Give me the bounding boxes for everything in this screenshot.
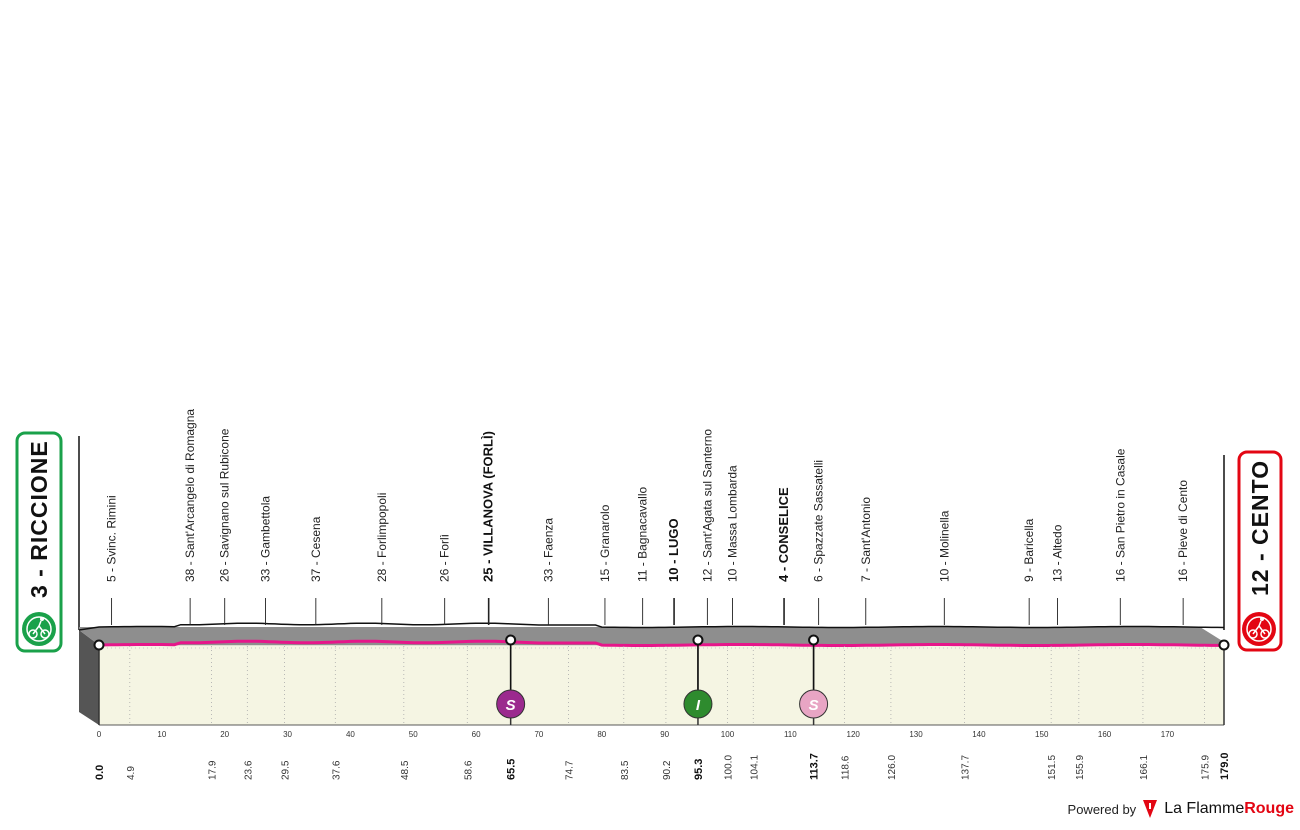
powered-by-label: Powered by xyxy=(1067,801,1137,817)
km-tick-label: 150 xyxy=(1035,730,1049,739)
km-tick-label: 0 xyxy=(97,730,102,739)
place-label: 9 - Baricella xyxy=(1022,518,1036,582)
km-tick-label: 90 xyxy=(660,730,669,739)
finish-city-label: 12 - CENTO xyxy=(1247,460,1273,596)
start-badge: 3 - RICCIONE xyxy=(15,431,63,653)
km-distance-label: 95.3 xyxy=(693,759,705,780)
km-distance-label: 48.5 xyxy=(400,760,411,780)
sprint-badge-letter: S xyxy=(809,697,819,714)
place-label: 11 - Bagnacavallo xyxy=(636,487,650,583)
km-distance-label: 65.5 xyxy=(506,759,518,780)
km-distance-label: 23.6 xyxy=(243,760,254,780)
place-label: 4 - CONSELICE xyxy=(776,487,791,582)
place-label: 28 - Forlimpopoli xyxy=(375,493,389,582)
km-tick-label: 160 xyxy=(1098,730,1112,739)
km-distance-label: 74.7 xyxy=(564,760,575,780)
place-label: 10 - Massa Lombarda xyxy=(726,465,740,582)
km-distance-label: 175.9 xyxy=(1201,755,1212,780)
km-distance-label: 90.2 xyxy=(662,760,673,780)
km-distance-label: 0.0 xyxy=(94,765,106,780)
km-distance-label: 118.6 xyxy=(840,755,851,780)
place-label: 26 - Forlì xyxy=(438,534,452,582)
km-tick-label: 70 xyxy=(534,730,543,739)
brand-name: La FlammeRouge xyxy=(1164,800,1294,818)
place-label: 25 - VILLANOVA (FORLÌ) xyxy=(481,431,496,582)
endpoint-dots xyxy=(93,639,1230,651)
km-distance-label: 179.0 xyxy=(1219,752,1231,780)
km-tick-label: 50 xyxy=(409,730,418,739)
km-tick-label: 40 xyxy=(346,730,355,739)
endpoint-dot xyxy=(93,639,105,651)
sprint-badge-letter: I xyxy=(696,697,701,714)
place-label: 26 - Savignano sul Rubicone xyxy=(218,428,232,582)
km-tick-label: 80 xyxy=(597,730,606,739)
km-distance-label: 100.0 xyxy=(723,755,734,780)
place-label: 10 - LUGO xyxy=(666,518,681,582)
place-label: 33 - Faenza xyxy=(541,518,555,582)
sprint-badge-icon xyxy=(799,689,829,719)
place-label: 13 - Altedo xyxy=(1050,524,1064,582)
place-label: 16 - Pieve di Cento xyxy=(1176,480,1190,582)
place-markers: 5 - Svinc. Rimini 38 - Sant'Arcangelo di … xyxy=(105,409,1190,625)
brand-name-part-a: La Flamme xyxy=(1164,800,1245,817)
sprint-badge-letter: S xyxy=(506,697,516,714)
km-tick-label: 20 xyxy=(220,730,229,739)
brand-name-part-b: Rouge xyxy=(1244,800,1294,817)
km-distance-label: 151.5 xyxy=(1047,755,1058,780)
place-label: 6 - Spazzate Sassatelli xyxy=(812,460,826,582)
km-tick-label: 110 xyxy=(784,730,797,739)
km-tick-label: 30 xyxy=(283,730,292,739)
branding-footer: Powered by La FlammeRouge xyxy=(1068,799,1294,819)
finish-badge: 12 - CENTO xyxy=(1237,450,1283,652)
sprint-route-dot xyxy=(505,634,517,646)
km-distance-label: 4.9 xyxy=(126,766,137,780)
km-distance-label: 29.5 xyxy=(280,760,291,780)
place-label: 37 - Cesena xyxy=(309,516,323,582)
place-label: 33 - Gambettola xyxy=(259,496,273,582)
sprint-route-dot xyxy=(808,634,820,646)
profile-ridge-line xyxy=(78,622,1225,631)
profile-side-face xyxy=(79,630,99,725)
place-label: 10 - Molinella xyxy=(937,510,951,582)
km-distance-label: 37.6 xyxy=(331,760,342,780)
sprint-badge-icon xyxy=(496,689,526,719)
km-tick-label: 170 xyxy=(1161,730,1175,739)
flame-logo-icon xyxy=(1143,800,1158,818)
km-distance-label: 166.1 xyxy=(1139,755,1150,780)
km-distance-label: 113.7 xyxy=(809,753,821,780)
endpoint-dot xyxy=(1218,639,1230,651)
sprint-badge-icon xyxy=(683,689,713,719)
km-distance-label: 58.6 xyxy=(463,760,474,780)
km-distance-label: 126.0 xyxy=(887,755,898,780)
start-city-label: 3 - RICCIONE xyxy=(26,440,52,598)
place-label: 16 - San Pietro in Casale xyxy=(1113,448,1127,582)
km-distance-label: 104.1 xyxy=(749,755,760,780)
place-label: 38 - Sant'Arcangelo di Romagna xyxy=(183,409,197,582)
place-label: 7 - Sant'Antonio xyxy=(859,497,873,582)
place-label: 12 - Sant'Agata sul Santerno xyxy=(700,429,714,582)
profile-front-face xyxy=(98,644,1225,726)
km-tick-label: 140 xyxy=(972,730,986,739)
place-label: 5 - Svinc. Rimini xyxy=(105,495,119,582)
place-label: 15 - Granarolo xyxy=(598,504,612,582)
km-distance-label: 17.9 xyxy=(208,760,219,780)
km-tick-label: 60 xyxy=(472,730,481,739)
km-tick-label: 130 xyxy=(909,730,923,739)
route-line xyxy=(98,639,1225,647)
km-distance-label: 83.5 xyxy=(620,760,631,780)
km-tick-label: 100 xyxy=(721,730,735,739)
km-tick-labels: 0 10 20 30 40 50 60 70 80 90 100 110 120 130 140 150 160… xyxy=(97,730,1175,739)
km-distance-label: 155.9 xyxy=(1075,755,1086,780)
sprint-route-dot xyxy=(692,634,704,646)
km-marker-labels: 0.0 4.9 17.9 23.6 29.5 37.6 48.5 58.6 65.5 74.7 83… xyxy=(94,752,1231,780)
km-tick-label: 120 xyxy=(847,730,861,739)
km-distance-label: 137.7 xyxy=(960,755,971,780)
km-tick-label: 10 xyxy=(157,730,166,739)
